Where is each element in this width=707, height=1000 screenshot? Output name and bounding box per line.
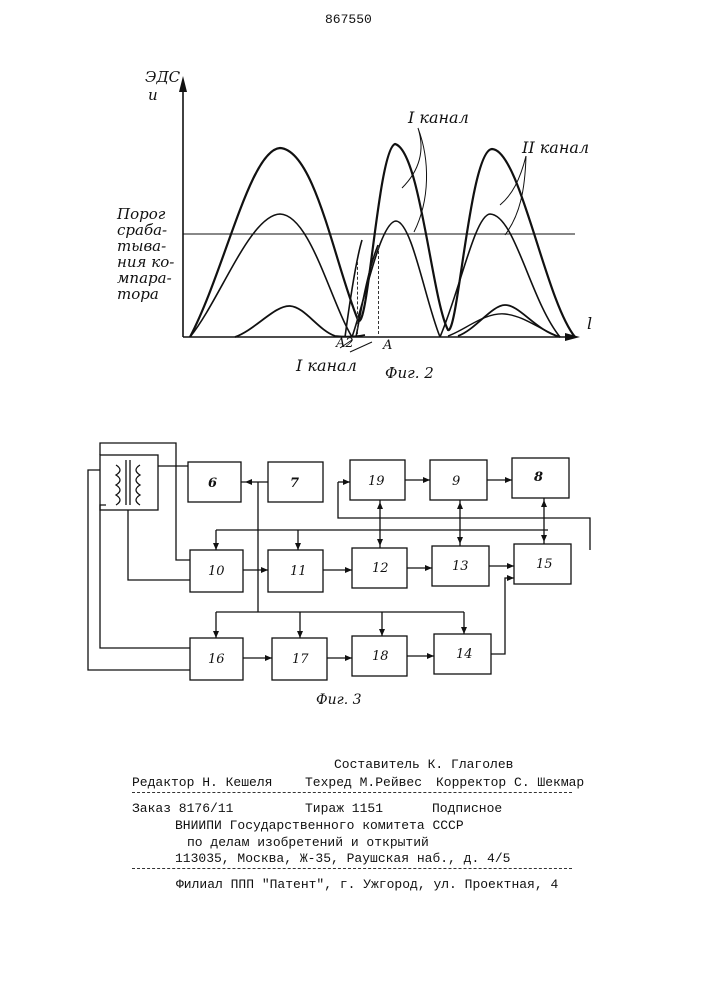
block-label-19: 19	[368, 474, 385, 489]
footer-branch: Филиал ППП "Патент", г. Ужгород, ул. Про…	[176, 877, 558, 892]
threshold-label-line: мпара-	[117, 270, 174, 286]
coil-left	[116, 465, 120, 505]
point-a2: A2	[336, 336, 354, 351]
footer-divider-2	[132, 868, 572, 869]
block-label-12: 12	[372, 561, 389, 576]
channel1-label: I канал	[408, 108, 469, 127]
threshold-label-line: Порог	[117, 206, 174, 222]
channel2-label: II канал	[522, 138, 589, 157]
footer-org-1: ВНИИПИ Государственного комитета СССР	[175, 818, 464, 833]
channel1-bottom-label: I канал	[296, 356, 357, 375]
threshold-label-line: сраба-	[117, 222, 174, 238]
block-label-7: 7	[290, 476, 299, 491]
dash-a2	[357, 262, 358, 334]
y-axis-arrow	[179, 76, 187, 92]
block-label-8: 8	[534, 470, 543, 485]
threshold-label: Порог сраба- тыва- ния ко- мпара- тора	[117, 206, 174, 302]
threshold-label-line: тыва-	[117, 238, 174, 254]
fig2-xlabel: l	[587, 314, 592, 333]
footer-corrector: Корректор С. Шекмар	[436, 775, 584, 790]
footer-org-address: 113035, Москва, Ж-35, Раушская наб., д. …	[175, 851, 510, 866]
block-label-17: 17	[292, 652, 309, 667]
channel1-small-curve	[235, 305, 560, 337]
footer-org-2: по делам изобретений и открытий	[187, 835, 429, 850]
fig3-caption: Фиг. 3	[316, 692, 362, 708]
block-label-10: 10	[208, 564, 225, 579]
fig2-ylabel-1: ЭДС	[145, 68, 180, 86]
fig2-caption: Фиг. 2	[385, 364, 434, 382]
block-label-13: 13	[452, 559, 469, 574]
fig3-diagram	[0, 430, 707, 730]
transformer-frame	[100, 455, 158, 510]
dash-a	[378, 246, 379, 334]
block-label-18: 18	[372, 649, 389, 664]
point-a: A	[383, 338, 392, 353]
footer-compiler: Составитель К. Глаголев	[334, 757, 513, 772]
block-label-14: 14	[456, 647, 473, 662]
footer-subscription: Подписное	[432, 801, 502, 816]
threshold-label-line: тора	[117, 286, 174, 302]
block-label-15: 15	[536, 557, 553, 572]
threshold-label-line: ния ко-	[117, 254, 174, 270]
block-label-16: 16	[208, 652, 225, 667]
block-label-9: 9	[452, 474, 460, 489]
block-label-6: 6	[208, 476, 217, 491]
footer-order: Заказ 8176/11	[132, 801, 233, 816]
footer-editor: Редактор Н. Кешеля	[132, 775, 272, 790]
footer-divider-1	[132, 792, 572, 793]
footer-circulation: Тираж 1151	[305, 801, 383, 816]
fig2-ylabel-2: и	[148, 86, 158, 104]
footer-techred: Техред М.Рейвес	[305, 775, 422, 790]
block-label-11: 11	[290, 564, 307, 579]
coil-right	[136, 465, 140, 505]
